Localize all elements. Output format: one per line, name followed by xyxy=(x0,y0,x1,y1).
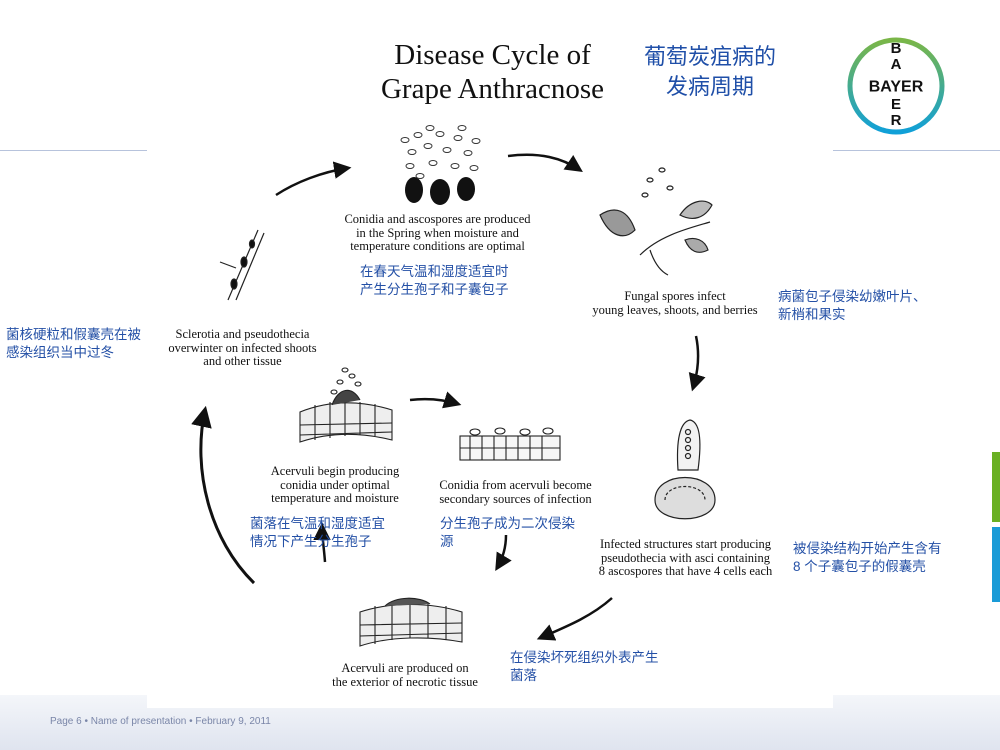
arrow-big-left xyxy=(191,405,256,585)
label-line: Fungal spores infect xyxy=(624,289,726,303)
logo-letter: A xyxy=(891,56,902,73)
title-chinese: 葡萄炭疽病的 发病周期 xyxy=(620,42,800,102)
infected-shoot-illustration xyxy=(599,167,713,276)
cn-line: 在侵染坏死组织外表产生 xyxy=(510,650,659,665)
acervulus-conidia-illustration xyxy=(299,367,393,443)
cn-line: 病菌包子侵染幼嫩叶片、 xyxy=(778,289,927,304)
cn-label-conidia-secondary: 分生孢子成为二次侵染 源 xyxy=(440,515,575,551)
cn-line: 8 个子囊包子的假囊壳 xyxy=(793,559,926,574)
title-chinese-line: 葡萄炭疽病的 xyxy=(643,44,776,69)
label-line: Acervuli are produced on xyxy=(341,661,469,675)
stage-label-pseudothecia: Infected structures start producing pseu… xyxy=(578,537,793,579)
label-line: Infected structures start producing xyxy=(599,537,772,551)
cn-line: 菌落在气温和湿度适宜 xyxy=(250,516,385,531)
logo-letter: B xyxy=(891,40,902,57)
arrow-mid-right xyxy=(409,391,462,409)
label-line: pseudothecia with asci containing xyxy=(600,550,771,565)
cn-line: 新梢和果实 xyxy=(778,307,846,322)
side-accent-blue xyxy=(992,527,1000,602)
title-chinese-line: 发病周期 xyxy=(665,74,754,99)
side-accent-green xyxy=(992,452,1000,522)
label-line: the exterior of necrotic tissue xyxy=(332,674,478,689)
cn-label-overwinter: 菌核硬粒和假囊壳在被 感染组织当中过冬 xyxy=(6,326,141,362)
title-english-line: Disease Cycle of xyxy=(394,39,591,71)
label-line: Sclerotia and pseudothecia xyxy=(175,327,310,341)
title-english-line: Grape Anthracnose xyxy=(380,73,605,105)
label-line: Conidia from acervuli become xyxy=(439,478,592,492)
cn-line: 菌核硬粒和假囊壳在被 xyxy=(6,327,141,342)
stage-label-overwinter: Sclerotia and pseudothecia overwinter on… xyxy=(150,327,335,369)
label-line: Acervuli begin producing xyxy=(270,464,400,478)
label-line: conidia under optimal xyxy=(280,477,390,492)
cn-line: 分生孢子成为二次侵染 xyxy=(440,516,575,531)
logo-letter: E xyxy=(891,96,901,113)
stage-label-conidia-secondary: Conidia from acervuli become secondary s… xyxy=(418,478,613,506)
cn-line: 源 xyxy=(440,534,454,549)
label-line: Conidia and ascospores are produced xyxy=(344,212,531,226)
title-english: Disease Cycle of Grape Anthracnose xyxy=(360,38,625,106)
cn-label-spring: 在春天气温和湿度适宜时 产生分生孢子和子囊包子 xyxy=(360,263,509,299)
arrow-bottom-up xyxy=(313,522,331,563)
label-line: in the Spring when moisture and xyxy=(356,225,519,240)
cn-label-pseudothecia: 被侵染结构开始产生含有 8 个子囊包子的假囊壳 xyxy=(793,540,942,576)
label-line: secondary sources of infection xyxy=(439,491,592,506)
label-line: young leaves, shoots, and berries xyxy=(592,302,758,317)
label-line: and other tissue xyxy=(203,354,282,368)
label-line: 8 ascospores that have 4 cells each xyxy=(598,564,773,578)
cn-line: 菌落 xyxy=(510,668,537,683)
diagram-panel xyxy=(147,0,833,708)
overwintering-shoot-illustration xyxy=(219,229,265,301)
arrow-left-to-top xyxy=(275,161,352,197)
stage-label-spring: Conidia and ascospores are produced in t… xyxy=(300,212,575,254)
arrow-right-down xyxy=(688,335,706,392)
cn-line: 产生分生孢子和子囊包子 xyxy=(360,282,509,297)
cn-line: 感染组织当中过冬 xyxy=(6,345,114,360)
arrow-mid-down xyxy=(495,534,512,572)
acervuli-tissue-illustration xyxy=(359,597,463,647)
cn-line: 情况下产生分生孢子 xyxy=(250,534,372,549)
arrow-bottom-right-to-bottom xyxy=(536,597,613,641)
logo-letter: R xyxy=(891,112,902,129)
pseudothecium-illustration xyxy=(654,419,716,520)
cn-label-infect: 病菌包子侵染幼嫩叶片、 新梢和果实 xyxy=(778,288,927,324)
label-line: temperature and moisture xyxy=(271,491,399,505)
label-line: overwinter on infected shoots xyxy=(168,340,317,355)
stage-label-infect: Fungal spores infect young leaves, shoot… xyxy=(560,289,790,317)
secondary-infection-illustration xyxy=(459,427,561,461)
cn-line: 被侵染结构开始产生含有 xyxy=(793,541,942,556)
spores-illustration xyxy=(400,125,481,205)
logo-word: BAYER xyxy=(869,79,924,96)
stage-label-acervuli-begin: Acervuli begin producing conidia under o… xyxy=(245,464,425,506)
arrow-top-to-right xyxy=(507,153,583,172)
slide-footer: Page 6 • Name of presentation • February… xyxy=(50,716,271,727)
bayer-logo: B A E R BAYER xyxy=(847,37,945,135)
cn-line: 在春天气温和湿度适宜时 xyxy=(360,264,509,279)
cn-label-acervuli-exterior: 在侵染坏死组织外表产生 菌落 xyxy=(510,649,659,685)
cn-label-acervuli-begin: 菌落在气温和湿度适宜 情况下产生分生孢子 xyxy=(250,515,385,551)
stage-label-acervuli-exterior: Acervuli are produced on the exterior of… xyxy=(305,661,505,689)
label-line: temperature conditions are optimal xyxy=(350,239,525,253)
